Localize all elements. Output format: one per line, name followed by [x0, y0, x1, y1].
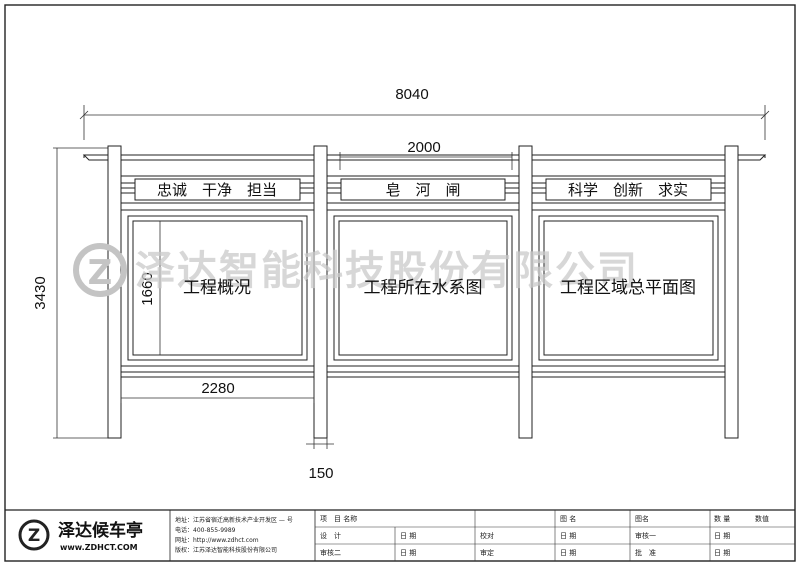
contact-phone: 电话：400-855-9989: [175, 526, 236, 534]
watermark-text: 泽达智能科技股份有限公司: [135, 248, 639, 294]
title-block-row1-col6: 数值: [755, 514, 769, 523]
title-block-row3-col3: 审定: [480, 548, 494, 557]
watermark-logo-icon: [73, 243, 127, 297]
drawing-border: [4, 4, 796, 562]
svg-text:Z: Z: [88, 253, 113, 293]
title-block-row3-col2: 日 期: [400, 549, 416, 557]
title-block-row2-col2: 日 期: [400, 532, 416, 540]
contact-copyright: 版权：江苏泽达智能科技股份有限公司: [175, 546, 277, 554]
panel-title-right: 工程区域总平面图: [560, 278, 696, 298]
title-block-row1-col5: 数 量: [714, 514, 730, 523]
overall-height-dimension: [53, 147, 110, 439]
brand-url: www.ZDHCT.COM: [60, 543, 138, 552]
title-block-row2-col4: 日 期: [560, 532, 576, 540]
post-right: [724, 145, 739, 439]
title-block-row2-col6: 日 期: [714, 532, 730, 540]
watermark: Z 泽达智能科技股份有限公司: [73, 243, 639, 297]
header-slogan-center: 皂 河 闸: [385, 181, 460, 199]
brand-name: 泽达候车亭: [58, 520, 143, 541]
panel-width-dimension: [120, 380, 315, 403]
overall-width-dimension: [79, 105, 770, 140]
post-width-label: 150: [308, 465, 333, 482]
overall-width-label: 8040: [395, 86, 428, 103]
title-block-row1-col4: 图名: [635, 514, 649, 523]
title-block-row1-col3: 图 名: [560, 514, 576, 523]
brand-logo-icon: Z: [18, 519, 50, 551]
contact-address: 地址：江苏省宿迁高新技术产业开发区 — 号: [175, 516, 293, 524]
panel-title-center: 工程所在水系图: [364, 278, 483, 298]
title-block-row3-col5: 批 准: [635, 548, 656, 557]
post-width-dimension: [306, 438, 334, 449]
title-block-row3-col6: 日 期: [714, 549, 730, 557]
title-block-row2-col3: 校对: [480, 531, 494, 540]
title-block-row3-col1: 审核二: [320, 548, 341, 557]
panel-height-label: 1660: [139, 272, 156, 305]
module-width-label: 2000: [407, 139, 440, 156]
overall-height-label: 3430: [32, 276, 49, 309]
title-block-row2-col1: 设 计: [320, 531, 341, 540]
header-bands: [120, 175, 726, 204]
panel-width-label: 2280: [201, 380, 234, 397]
display-panels: [120, 209, 726, 367]
header-slogan-left: 忠诚 干净 担当: [157, 181, 277, 199]
contact-website: 网址：http://www.zdhct.com: [175, 536, 259, 544]
panel-height-dimension: [150, 220, 170, 356]
svg-text:Z: Z: [28, 526, 40, 546]
header-slogan-right: 科学 创新 求实: [568, 181, 688, 199]
panel-title-left: 工程概况: [183, 278, 251, 298]
title-block-row1-col1: 项 目 名称: [320, 514, 357, 523]
title-block-row2-col5: 审核一: [635, 531, 656, 540]
lower-rails: [121, 371, 725, 378]
title-block-row3-col4: 日 期: [560, 549, 576, 557]
title-block: Z 泽达候车亭 www.ZDHCT.COM 地址：江苏省宿迁高新技术产业开发区 …: [5, 509, 795, 561]
roof: [82, 154, 767, 161]
